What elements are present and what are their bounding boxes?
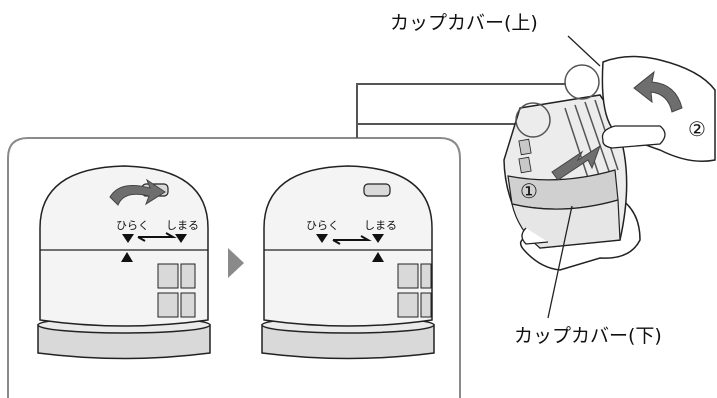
upper-cover-label: カップカバー(上)	[390, 12, 538, 34]
right-close-label: しまる	[364, 219, 397, 232]
upper-cover-leader	[567, 35, 601, 67]
connector-line-upper	[356, 83, 566, 138]
rotate-open-arrow-icon	[109, 178, 166, 206]
instruction-panel	[7, 137, 461, 398]
rotate-upper-arrow-icon	[633, 70, 683, 113]
rotate-lower-arrow-icon	[551, 144, 601, 181]
left-close-label: しまる	[166, 219, 199, 232]
right-open-label: ひらく	[306, 219, 339, 232]
step-1-marker: ①	[520, 179, 538, 203]
step-2-marker: ②	[688, 117, 706, 141]
connector-line-lower	[356, 123, 520, 138]
lower-cover-leader	[547, 205, 573, 319]
lower-cover-label: カップカバー(下)	[514, 325, 662, 347]
right-cap-illustration	[261, 165, 435, 360]
next-step-arrow-icon	[228, 248, 244, 278]
cup-with-hands-illustration	[503, 55, 716, 271]
left-open-label: ひらく	[116, 219, 149, 232]
